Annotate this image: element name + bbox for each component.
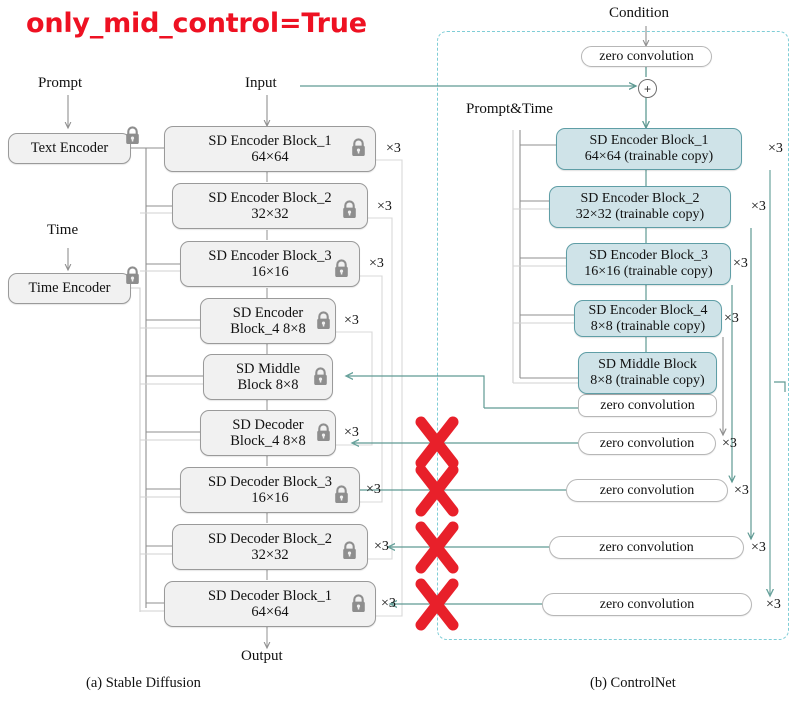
block-sd-middle-res: Block 8×8	[237, 377, 299, 393]
block-controlnet-encoder-4-title: SD Encoder Block_4	[588, 302, 708, 318]
block-text-encoder-label: Text Encoder	[30, 140, 109, 157]
lock-icon	[314, 367, 327, 385]
block-controlnet-middle[interactable]: SD Middle Block 8×8 (trainable copy)	[578, 352, 717, 394]
block-sd-encoder-1-title: SD Encoder Block_1	[208, 132, 332, 149]
lock-icon	[317, 423, 330, 441]
block-sd-decoder-2-title: SD Decoder Block_2	[207, 530, 333, 547]
lock-icon	[352, 594, 365, 612]
multiplier-decoder-3: ×3	[366, 482, 381, 497]
label-time: Time	[47, 222, 79, 238]
block-controlnet-encoder-3-title: SD Encoder Block_3	[589, 248, 708, 264]
lock-icon	[335, 259, 348, 277]
block-sd-decoder-4-title: SD Decoder	[232, 416, 304, 433]
block-sd-encoder-2-res: 32×32	[251, 206, 289, 222]
block-sd-decoder-3[interactable]: SD Decoder Block_3 16×16	[180, 467, 360, 513]
block-sd-decoder-2-res: 32×32	[251, 547, 289, 563]
multiplier-zconv-1: ×3	[722, 436, 737, 451]
zero-convolution-2[interactable]: zero convolution	[566, 479, 728, 502]
label-condition: Condition	[609, 5, 670, 21]
block-controlnet-encoder-4[interactable]: SD Encoder Block_4 8×8 (trainable copy)	[574, 300, 722, 337]
caption-controlnet: (b) ControlNet	[590, 675, 676, 691]
multiplier-encoder-1: ×3	[386, 141, 401, 156]
multiplier-encoder-3: ×3	[369, 256, 384, 271]
lock-icon	[343, 541, 356, 559]
x-mark-icon	[415, 416, 459, 469]
label-prompt-time: Prompt&Time	[466, 101, 553, 117]
zero-convolution-3[interactable]: zero convolution	[549, 536, 744, 559]
multiplier-cn-encoder-3: ×3	[733, 256, 748, 271]
block-controlnet-encoder-3-res: 16×16 (trainable copy)	[584, 264, 713, 279]
block-sd-encoder-4-title: SD Encoder	[232, 304, 304, 321]
block-controlnet-encoder-3[interactable]: SD Encoder Block_3 16×16 (trainable copy…	[566, 243, 731, 285]
block-sd-decoder-2[interactable]: SD Decoder Block_2 32×32	[172, 524, 368, 570]
block-sd-encoder-3-res: 16×16	[251, 264, 289, 280]
lock-icon	[335, 485, 348, 503]
block-controlnet-encoder-1[interactable]: SD Encoder Block_1 64×64 (trainable copy…	[556, 128, 742, 170]
block-controlnet-encoder-2[interactable]: SD Encoder Block_2 32×32 (trainable copy…	[549, 186, 731, 228]
lock-icon	[126, 266, 139, 284]
zero-convolution-middle[interactable]: zero convolution	[578, 394, 717, 417]
multiplier-zconv-4: ×3	[766, 597, 781, 612]
multiplier-encoder-4: ×3	[344, 313, 359, 328]
multiplier-zconv-3: ×3	[751, 540, 766, 555]
x-mark-icon	[415, 464, 459, 517]
block-sd-middle-title: SD Middle	[235, 360, 301, 377]
block-controlnet-encoder-2-res: 32×32 (trainable copy)	[575, 207, 705, 222]
block-controlnet-encoder-1-title: SD Encoder Block_1	[589, 133, 709, 149]
multiplier-decoder-4: ×3	[344, 425, 359, 440]
lock-icon	[352, 138, 365, 156]
block-controlnet-encoder-4-res: 8×8 (trainable copy)	[590, 318, 706, 334]
zero-convolution-top[interactable]: zero convolution	[581, 46, 712, 67]
block-controlnet-middle-title: SD Middle Block	[598, 357, 697, 373]
block-sd-encoder-4[interactable]: SD Encoder Block_4 8×8	[200, 298, 336, 344]
zero-convolution-4[interactable]: zero convolution	[542, 593, 752, 616]
block-sd-encoder-3-title: SD Encoder Block_3	[208, 247, 332, 264]
block-sd-decoder-1-res: 64×64	[251, 604, 289, 620]
block-controlnet-encoder-2-title: SD Encoder Block_2	[580, 191, 700, 207]
controlnet-container	[437, 31, 789, 640]
multiplier-encoder-2: ×3	[377, 199, 392, 214]
multiplier-cn-encoder-1: ×3	[768, 141, 783, 156]
x-mark-icon	[415, 521, 459, 574]
block-sd-decoder-1[interactable]: SD Decoder Block_1 64×64	[164, 581, 376, 627]
block-sd-decoder-3-title: SD Decoder Block_3	[207, 473, 333, 490]
label-prompt: Prompt	[38, 75, 83, 91]
block-sd-encoder-1-res: 64×64	[251, 149, 289, 165]
block-controlnet-encoder-1-res: 64×64 (trainable copy)	[584, 149, 714, 164]
addition-node: +	[638, 79, 657, 98]
block-sd-encoder-2-title: SD Encoder Block_2	[208, 189, 332, 206]
block-time-encoder[interactable]: Time Encoder	[8, 273, 131, 304]
block-time-encoder-label: Time Encoder	[28, 280, 111, 297]
multiplier-decoder-1: ×3	[381, 596, 396, 611]
multiplier-decoder-2: ×3	[374, 539, 389, 554]
label-output: Output	[241, 648, 283, 664]
label-input: Input	[245, 75, 277, 91]
lock-icon	[317, 311, 330, 329]
block-sd-encoder-3[interactable]: SD Encoder Block_3 16×16	[180, 241, 360, 287]
page-title: only_mid_control=True	[26, 8, 367, 39]
x-mark-icon	[415, 578, 459, 631]
caption-stable-diffusion: (a) Stable Diffusion	[86, 675, 201, 691]
multiplier-zconv-2: ×3	[734, 483, 749, 498]
block-text-encoder[interactable]: Text Encoder	[8, 133, 131, 164]
block-sd-middle[interactable]: SD Middle Block 8×8	[203, 354, 333, 400]
block-sd-decoder-4-res: Block_4 8×8	[230, 433, 306, 449]
block-sd-encoder-4-res: Block_4 8×8	[230, 321, 306, 337]
zero-convolution-1[interactable]: zero convolution	[578, 432, 716, 455]
block-controlnet-middle-res: 8×8 (trainable copy)	[590, 373, 705, 388]
lock-icon	[126, 126, 139, 144]
block-sd-decoder-4[interactable]: SD Decoder Block_4 8×8	[200, 410, 336, 456]
block-sd-decoder-3-res: 16×16	[251, 490, 289, 506]
block-sd-decoder-1-title: SD Decoder Block_1	[207, 587, 333, 604]
block-sd-encoder-2[interactable]: SD Encoder Block_2 32×32	[172, 183, 368, 229]
lock-icon	[343, 200, 356, 218]
multiplier-cn-encoder-4: ×3	[724, 311, 739, 326]
multiplier-cn-encoder-2: ×3	[751, 199, 766, 214]
